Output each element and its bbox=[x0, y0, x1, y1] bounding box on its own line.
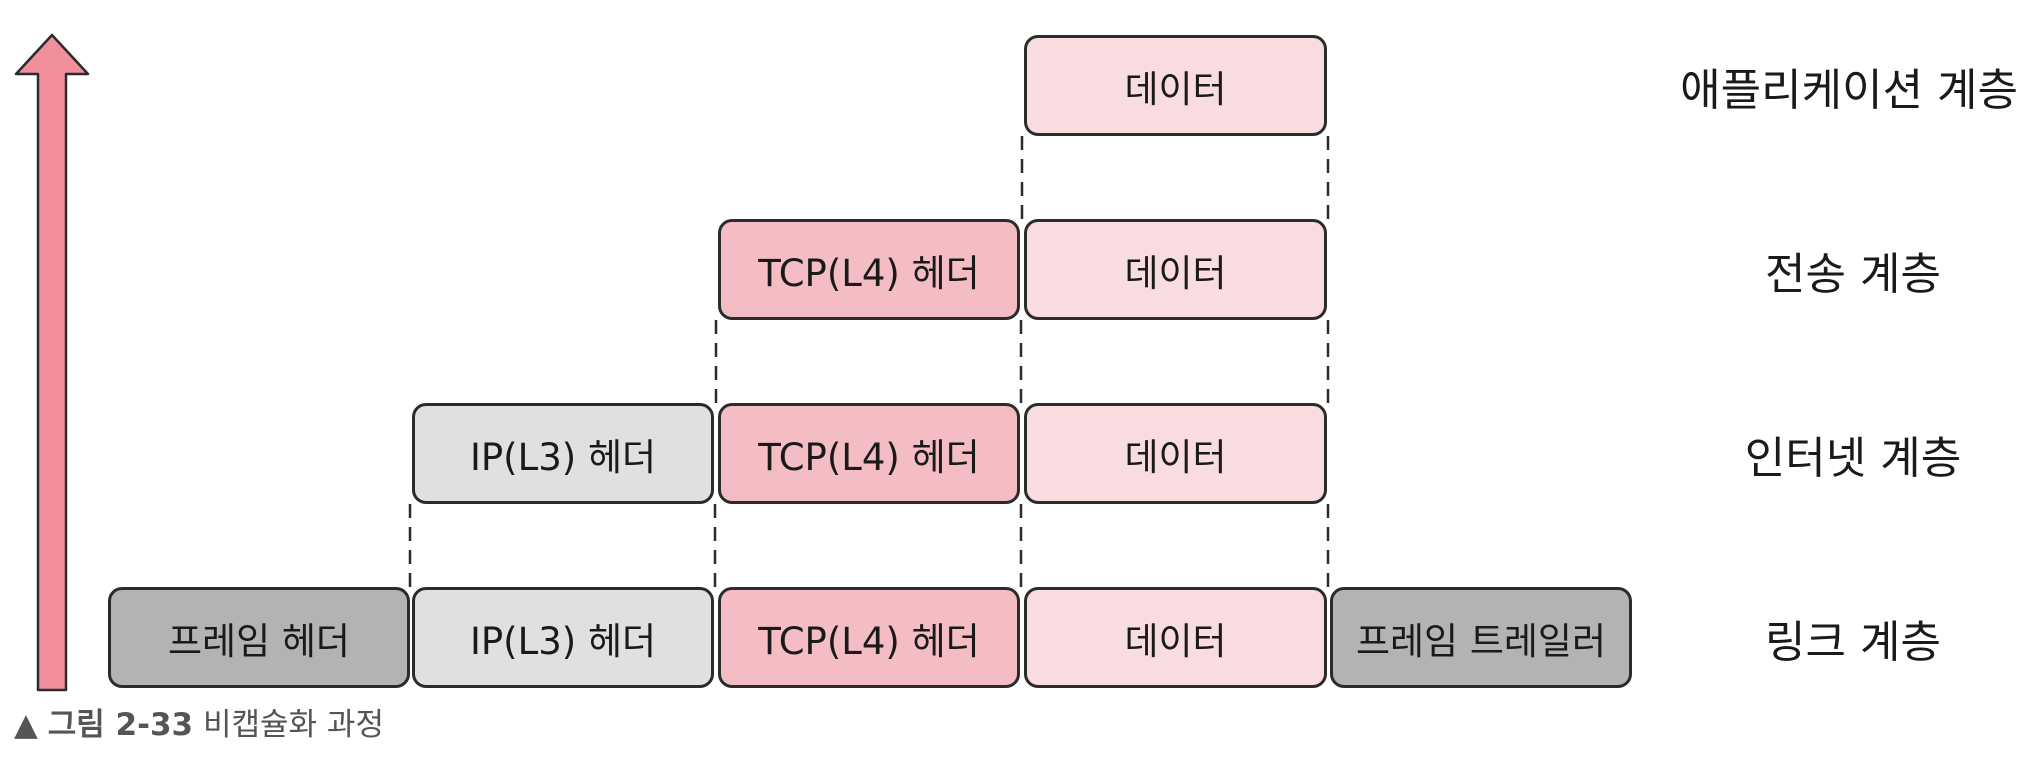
layer-label: 애플리케이션 계층 bbox=[1680, 64, 2018, 116]
figure-number: 그림 2-33 bbox=[47, 707, 194, 743]
tcp-header-box: TCP(L4) 헤더 bbox=[718, 587, 1020, 688]
upward-arrow-icon bbox=[14, 33, 90, 692]
tcp-header-box: TCP(L4) 헤더 bbox=[718, 219, 1020, 320]
data-box: 데이터 bbox=[1024, 219, 1327, 320]
layer-label: 전송 계층 bbox=[1765, 248, 1941, 300]
data-box: 데이터 bbox=[1024, 587, 1327, 688]
figure-caption: ▲ 그림 2-33 비캡슐화 과정 bbox=[14, 699, 384, 744]
layer-label: 링크 계층 bbox=[1765, 616, 1941, 668]
frame-trailer-box: 프레임 트레일러 bbox=[1330, 587, 1632, 688]
ip-header-box: IP(L3) 헤더 bbox=[412, 587, 714, 688]
triangle-icon: ▲ bbox=[14, 707, 38, 743]
ip-header-box: IP(L3) 헤더 bbox=[412, 403, 714, 504]
frame-header-box: 프레임 헤더 bbox=[108, 587, 410, 688]
data-box: 데이터 bbox=[1024, 35, 1327, 136]
tcp-header-box: TCP(L4) 헤더 bbox=[718, 403, 1020, 504]
data-box: 데이터 bbox=[1024, 403, 1327, 504]
layer-label: 인터넷 계층 bbox=[1744, 432, 1962, 484]
caption-text: 비캡슐화 과정 bbox=[202, 707, 384, 743]
dashed-guide-lines bbox=[408, 136, 1330, 587]
